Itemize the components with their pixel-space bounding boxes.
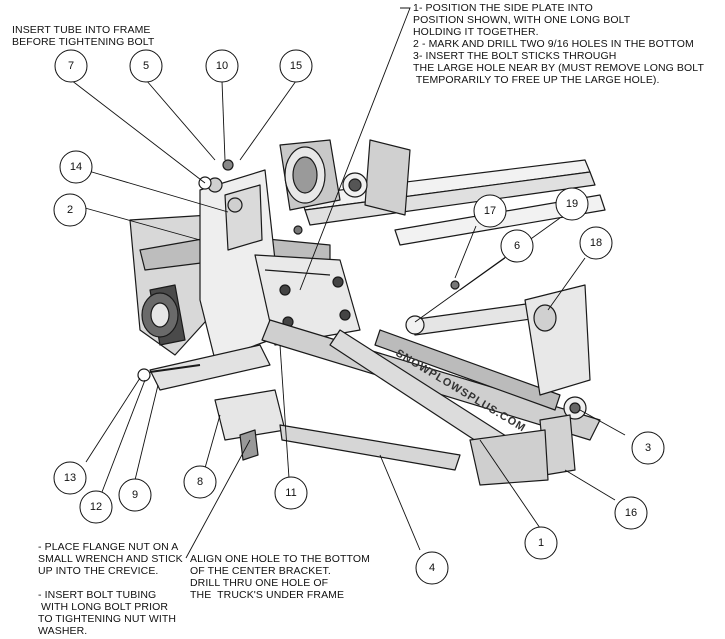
- callout-9-circle: [118, 478, 152, 512]
- callout-15-circle: [279, 49, 313, 83]
- note-insert-tube: INSERT TUBE INTO FRAME BEFORE TIGHTENING…: [12, 24, 155, 48]
- callout-17-circle: [473, 194, 507, 228]
- callout-15: 15: [290, 60, 302, 72]
- callout-10: 10: [216, 60, 228, 72]
- callout-circles: [53, 49, 665, 585]
- callout-6: 6: [514, 240, 520, 252]
- callout-5-circle: [129, 49, 163, 83]
- callout-14-circle: [59, 150, 93, 184]
- callout-18: 18: [590, 237, 602, 249]
- side-plate: [199, 159, 276, 361]
- callout-11-circle: [274, 476, 308, 510]
- mount-tower: [279, 139, 411, 216]
- callout-18-circle: [579, 226, 613, 260]
- callout-numbers: 7 5 10 15 14 2 17 19 6 18 3 16 1 4 13 12…: [64, 60, 651, 574]
- callout-5: 5: [143, 60, 149, 72]
- callout-3: 3: [645, 442, 651, 454]
- callout-9: 9: [132, 489, 138, 501]
- callout-7-circle: [54, 49, 88, 83]
- callout-4: 4: [429, 562, 435, 574]
- callout-10-circle: [205, 49, 239, 83]
- callout-11: 11: [285, 487, 296, 499]
- lift-arms: [149, 299, 561, 461]
- callout-14: 14: [70, 161, 82, 173]
- callout-3-circle: [631, 431, 665, 465]
- callout-8: 8: [197, 476, 203, 488]
- callout-2-circle: [53, 193, 87, 227]
- callout-16-circle: [614, 496, 648, 530]
- callout-4-circle: [415, 551, 449, 585]
- callout-17: 17: [484, 205, 496, 217]
- callout-1-circle: [524, 526, 558, 560]
- lower-bracket: [214, 389, 461, 471]
- callout-12: 12: [90, 501, 102, 513]
- callout-13: 13: [64, 472, 76, 484]
- callout-12-circle: [79, 490, 113, 524]
- callout-19-circle: [555, 187, 589, 221]
- right-mount-plate: [469, 284, 591, 486]
- callout-1: 1: [538, 537, 544, 549]
- note-flange-nut: - PLACE FLANGE NUT ON A SMALL WRENCH AND…: [38, 541, 183, 637]
- callout-19: 19: [566, 198, 578, 210]
- leader-lines: [70, 7, 626, 559]
- callout-6-circle: [500, 229, 534, 263]
- callout-16: 16: [625, 507, 637, 519]
- note-side-plate-steps: 1- POSITION THE SIDE PLATE INTO POSITION…: [413, 2, 704, 86]
- callout-7: 7: [68, 60, 74, 72]
- callout-2: 2: [67, 204, 73, 216]
- callout-8-circle: [183, 465, 217, 499]
- note-align-hole: ALIGN ONE HOLE TO THE BOTTOM OF THE CENT…: [190, 553, 370, 601]
- callout-13-circle: [53, 461, 87, 495]
